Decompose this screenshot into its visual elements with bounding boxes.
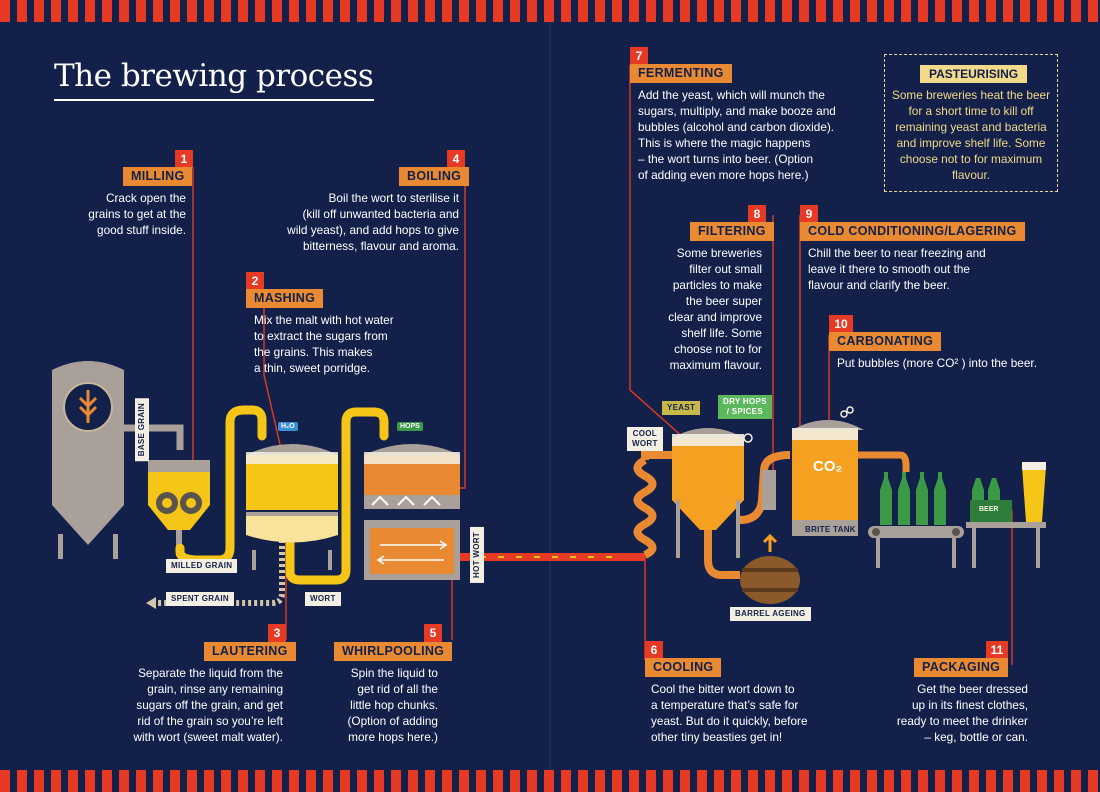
cool-wort-label: COOL WORT [627, 427, 663, 451]
step-10-number: 10 [829, 315, 853, 333]
yeast-label: YEAST [662, 401, 701, 415]
page-title: The brewing process [54, 58, 374, 94]
step-7-number: 7 [630, 47, 648, 65]
step-4-title: BOILING [399, 167, 470, 186]
step-9-description: Chill the beer to near freezing and leav… [808, 246, 986, 292]
step-5-title: WHIRLPOOLING [334, 642, 453, 661]
page-fold [549, 22, 551, 770]
milled-grain-label: MILLED GRAIN [166, 559, 238, 573]
hot-wort-label: HOT WORT [470, 527, 484, 583]
grain-silo [52, 361, 184, 559]
spent-grain-label: SPENT GRAIN [166, 592, 234, 606]
base-grain-label: BASE GRAIN [135, 398, 149, 462]
step-11-description: Get the beer dressed up in its finest cl… [896, 682, 1028, 744]
h2o-label: H₂O [278, 422, 298, 431]
step-11-number: 11 [986, 641, 1008, 659]
grain-mill [148, 460, 210, 548]
fermenter [672, 428, 753, 558]
step-2-number: 2 [246, 272, 264, 290]
step-6-description: Cool the bitter wort down to a temperatu… [651, 682, 808, 744]
cooling-coil [633, 456, 657, 559]
step-7-description: Add the yeast, which will munch the suga… [638, 88, 836, 182]
pasteurising-box [884, 54, 1058, 192]
brite-tank-label: BRITE TANK [805, 525, 856, 534]
title-underline [54, 99, 374, 101]
pasteurising-description: Some breweries heat the beer for a short… [891, 88, 1051, 182]
dry-hops-label: DRY HOPS / SPICES [718, 395, 772, 419]
step-11-title: PACKAGING [914, 658, 1009, 677]
pasteurising-title: PASTEURISING [920, 65, 1028, 83]
step-10-description: Put bubbles (more CO² ) into the beer. [837, 356, 1037, 370]
bottles [880, 472, 946, 525]
conveyor [868, 526, 964, 568]
step-8-title: FILTERING [690, 222, 774, 241]
step-9-number: 9 [800, 205, 818, 223]
step-10-title: CARBONATING [829, 332, 942, 351]
top-border-stripe [0, 0, 1100, 22]
boil-kettle [364, 444, 460, 509]
brite-tank [792, 406, 864, 536]
spent-grain-pipe [150, 522, 285, 606]
filter-unit [762, 470, 776, 510]
step-8-number: 8 [748, 205, 766, 223]
hot-wort-pipe [460, 553, 645, 561]
packing-table [966, 462, 1046, 568]
step-4-description: Boil the wort to sterilise it (kill off … [287, 191, 459, 253]
step-7-title: FERMENTING [630, 64, 732, 83]
step-6-title: COOLING [645, 658, 722, 677]
step-3-title: LAUTERING [204, 642, 296, 661]
step-3-description: Separate the liquid from the grain, rins… [133, 666, 283, 744]
leader-fermenting [629, 65, 685, 439]
step-9-title: COLD CONDITIONING/LAGERING [800, 222, 1025, 241]
step-2-title: MASHING [246, 289, 324, 308]
leader-lines [192, 65, 1013, 665]
whirlpool-tank [364, 520, 460, 580]
hops-label: HOPS [397, 422, 423, 431]
beer-badge-label: BEER [979, 506, 999, 513]
wort-label: WORT [305, 592, 341, 606]
step-1-description: Crack open the grains to get at the good… [88, 191, 186, 237]
step-4-number: 4 [447, 150, 465, 168]
mash-tun [246, 444, 338, 570]
step-5-number: 5 [424, 624, 442, 642]
step-2-description: Mix the malt with hot water to extract t… [254, 313, 394, 375]
step-1-title: MILLING [123, 167, 193, 186]
step-1-number: 1 [175, 150, 193, 168]
step-5-description: Spin the liquid to get rid of all the li… [347, 666, 438, 744]
step-3-number: 3 [268, 624, 286, 642]
step-6-number: 6 [645, 641, 663, 659]
barrel [740, 533, 800, 604]
barrel-ageing-label: BARREL AGEING [730, 607, 811, 621]
step-8-description: Some breweries filter out small particle… [668, 246, 762, 372]
bottom-border-stripe [0, 770, 1100, 792]
wort-pipe [285, 407, 389, 585]
co2-label: CO₂ [813, 458, 843, 475]
